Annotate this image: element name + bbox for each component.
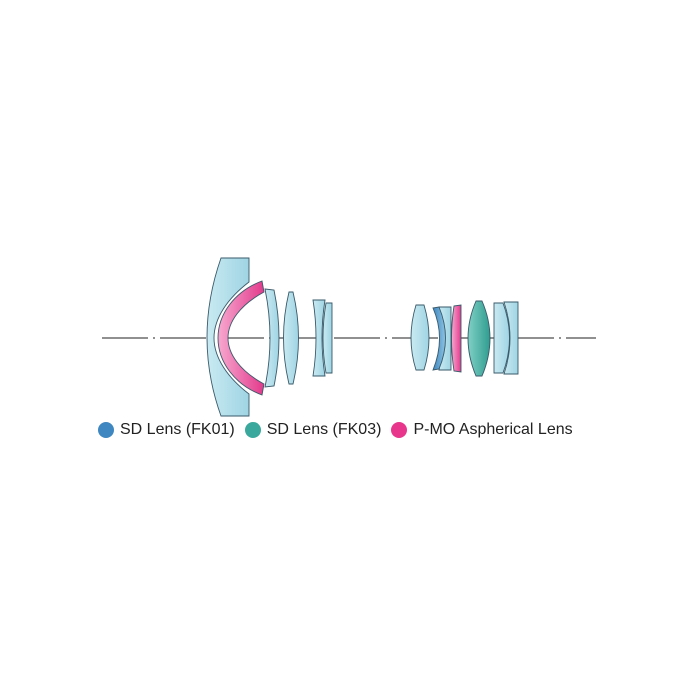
blue-dot-icon [98,422,114,438]
lens-element-12 [493,302,510,374]
lens-element-7 [410,304,430,371]
lens-element-1 [206,257,250,417]
legend-label: P-MO Aspherical Lens [413,421,573,438]
lens-element-11-fk03 [467,300,491,377]
legend-item-sd-fk01: SD Lens (FK01) [98,421,235,439]
lens-element-5 [312,299,326,377]
legend-label: SD Lens (FK03) [266,421,382,438]
lens-element-3 [264,288,280,388]
teal-dot-icon [244,422,261,438]
lens-element-2-pmo [217,280,265,396]
lens-element-4 [283,291,299,385]
legend-label: SD Lens (FK01) [120,421,235,438]
legend: SD Lens (FK01) SD Lens (FK03) P-MO Asphe… [98,421,583,439]
pink-dot-icon [391,422,408,438]
lens-element-6 [322,302,333,374]
lens-element-10-pmo [451,304,462,373]
lens-element-9-fk01 [432,306,446,371]
legend-item-sd-fk03: SD Lens (FK03) [244,421,382,439]
legend-item-pmo: P-MO Aspherical Lens [391,421,573,439]
lens-element-13 [503,301,519,375]
